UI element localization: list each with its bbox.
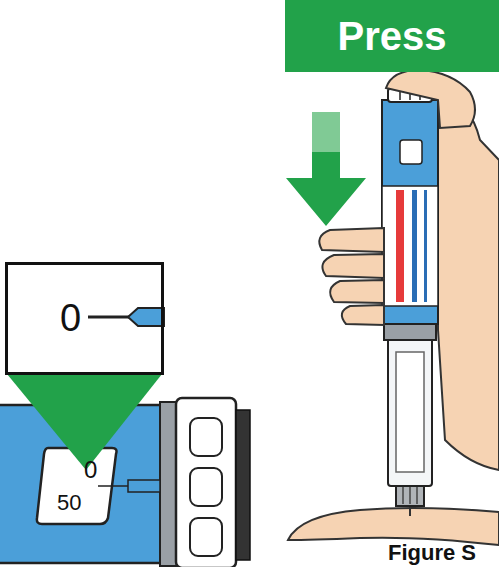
needle-hub [396, 484, 424, 506]
pen-body [382, 100, 438, 324]
finger [330, 280, 384, 303]
cartridge-window [396, 352, 424, 472]
palm [438, 95, 499, 470]
zoom-box: 0 [5, 262, 164, 375]
dose-reading: 0 [60, 298, 81, 340]
arrow-shade [312, 112, 340, 152]
label-stripe [424, 190, 427, 302]
finger [322, 254, 384, 278]
press-arrow [286, 112, 366, 226]
finger [342, 305, 384, 325]
dose-knob [176, 398, 236, 567]
knob-grip [190, 468, 222, 506]
dose-pointer [98, 480, 160, 492]
knob-end [236, 410, 250, 560]
pen-dose-window [400, 140, 422, 164]
figure-caption: Figure S [388, 540, 476, 566]
knob-grip [190, 418, 222, 456]
zoom-arrow [7, 374, 162, 470]
finger [319, 228, 384, 252]
skin [288, 508, 499, 545]
dose-number: 50 [57, 492, 81, 514]
label-stripe [412, 190, 417, 302]
pointer-tip [128, 308, 164, 326]
banner-text: Press [338, 14, 447, 58]
press-banner: Press [285, 0, 499, 72]
pen-label [382, 186, 438, 306]
thumb [386, 70, 475, 128]
cartridge-holder [388, 338, 432, 486]
label-stripe [396, 190, 404, 302]
dose-number: 0 [84, 458, 97, 482]
knob-grip [190, 518, 222, 556]
